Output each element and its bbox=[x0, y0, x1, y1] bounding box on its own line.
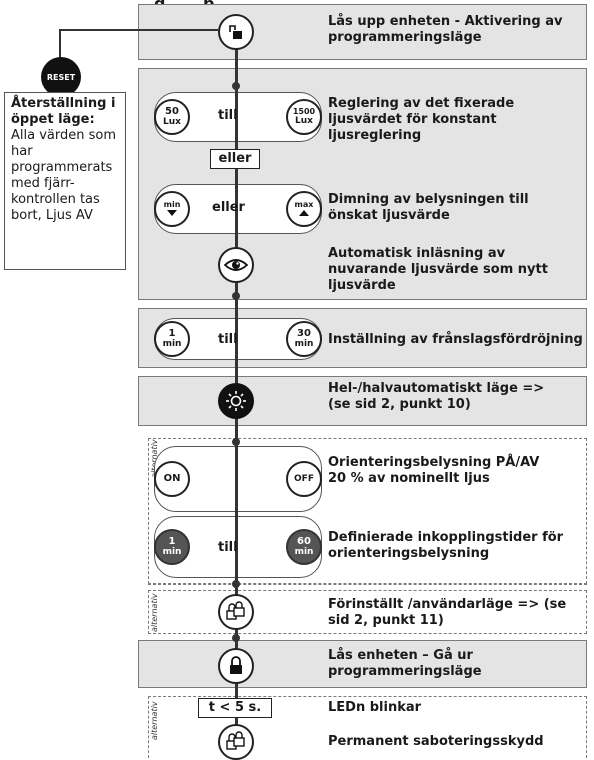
delay-max-button[interactable]: 30 min bbox=[286, 321, 322, 357]
eye-desc: Automatisk inläsning av nuvarande ljusvä… bbox=[328, 246, 548, 293]
lock-pair-icon bbox=[226, 731, 245, 750]
sabotage-button[interactable] bbox=[218, 724, 254, 760]
reset-body: Alla värden som har programmerats med fj… bbox=[11, 128, 117, 223]
times-desc: Definierade inkopplingstider för oriente… bbox=[328, 530, 564, 561]
preset-button[interactable] bbox=[218, 594, 254, 630]
flow-node bbox=[232, 634, 240, 642]
preset-desc: Förinställt /användarläge => (se sid 2, … bbox=[328, 597, 567, 628]
or-label: eller bbox=[210, 149, 260, 169]
delay-min-button[interactable]: 1 min bbox=[154, 321, 190, 357]
reset-connector bbox=[59, 29, 61, 59]
arrow-down-icon bbox=[167, 210, 177, 216]
delay-desc: Inställning av frånslagsfördröjning bbox=[328, 332, 583, 347]
lock-desc: Lås enheten – Gå ur programmeringsläge bbox=[328, 648, 482, 679]
unlock-icon bbox=[229, 25, 242, 39]
time-label: t < 5 s. bbox=[198, 698, 272, 718]
flow-node bbox=[232, 82, 240, 90]
panel-auto bbox=[138, 376, 587, 426]
sun-icon bbox=[226, 391, 246, 411]
reset-info-box: Återställning i öppet läge: Alla värden … bbox=[4, 92, 126, 270]
times-max-button[interactable]: 60 min bbox=[286, 529, 322, 565]
times-till-label: till bbox=[218, 540, 238, 555]
reset-title: Återställning i öppet läge: bbox=[11, 96, 116, 127]
orient-on-button[interactable]: ON bbox=[154, 461, 190, 497]
delay-till-label: till bbox=[218, 332, 238, 347]
sabotage-desc: Permanent saboteringsskydd bbox=[328, 734, 544, 749]
lock-pair-icon bbox=[226, 601, 245, 620]
eye-button[interactable] bbox=[218, 247, 254, 283]
dim-or-label: eller bbox=[212, 200, 245, 215]
flow-node bbox=[232, 580, 240, 588]
alt-label: alternativ bbox=[150, 701, 159, 740]
panel-unlock bbox=[138, 4, 587, 60]
auto-desc: Hel-/halvautomatiskt läge => (se sid 2, … bbox=[328, 381, 545, 412]
unlock-desc: Lås upp enheten - Aktivering av programm… bbox=[328, 14, 563, 45]
blink-desc: LEDn blinkar bbox=[328, 700, 422, 715]
flow-node bbox=[232, 292, 240, 300]
auto-mode-button[interactable] bbox=[218, 383, 254, 419]
flow-node bbox=[232, 438, 240, 446]
lux-min-button[interactable]: 50 Lux bbox=[154, 99, 190, 135]
unlock-button[interactable] bbox=[218, 14, 254, 50]
eye-icon bbox=[224, 259, 248, 271]
lux-max-button[interactable]: 1500 Lux bbox=[286, 99, 322, 135]
reset-connector bbox=[60, 29, 218, 31]
orient-desc: Orienteringsbelysning PÅ/AV 20 % av nomi… bbox=[328, 455, 540, 486]
dim-max-button[interactable]: max bbox=[286, 191, 322, 227]
lock-icon bbox=[230, 656, 242, 674]
reset-button[interactable]: RESET bbox=[41, 57, 81, 97]
dim-min-button[interactable]: min bbox=[154, 191, 190, 227]
times-min-button[interactable]: 1 min bbox=[154, 529, 190, 565]
divider bbox=[148, 584, 587, 585]
alt-label: alternativ bbox=[150, 593, 159, 632]
dim-desc: Dimning av belysningen till önskat ljusv… bbox=[328, 192, 529, 223]
lux-desc: Reglering av det fixerade ljusvärdet för… bbox=[328, 96, 515, 143]
lux-till-label: till bbox=[218, 108, 238, 123]
panel-lock bbox=[138, 640, 587, 688]
lock-button[interactable] bbox=[218, 648, 254, 684]
arrow-up-icon bbox=[299, 210, 309, 216]
orient-off-button[interactable]: OFF bbox=[286, 461, 322, 497]
